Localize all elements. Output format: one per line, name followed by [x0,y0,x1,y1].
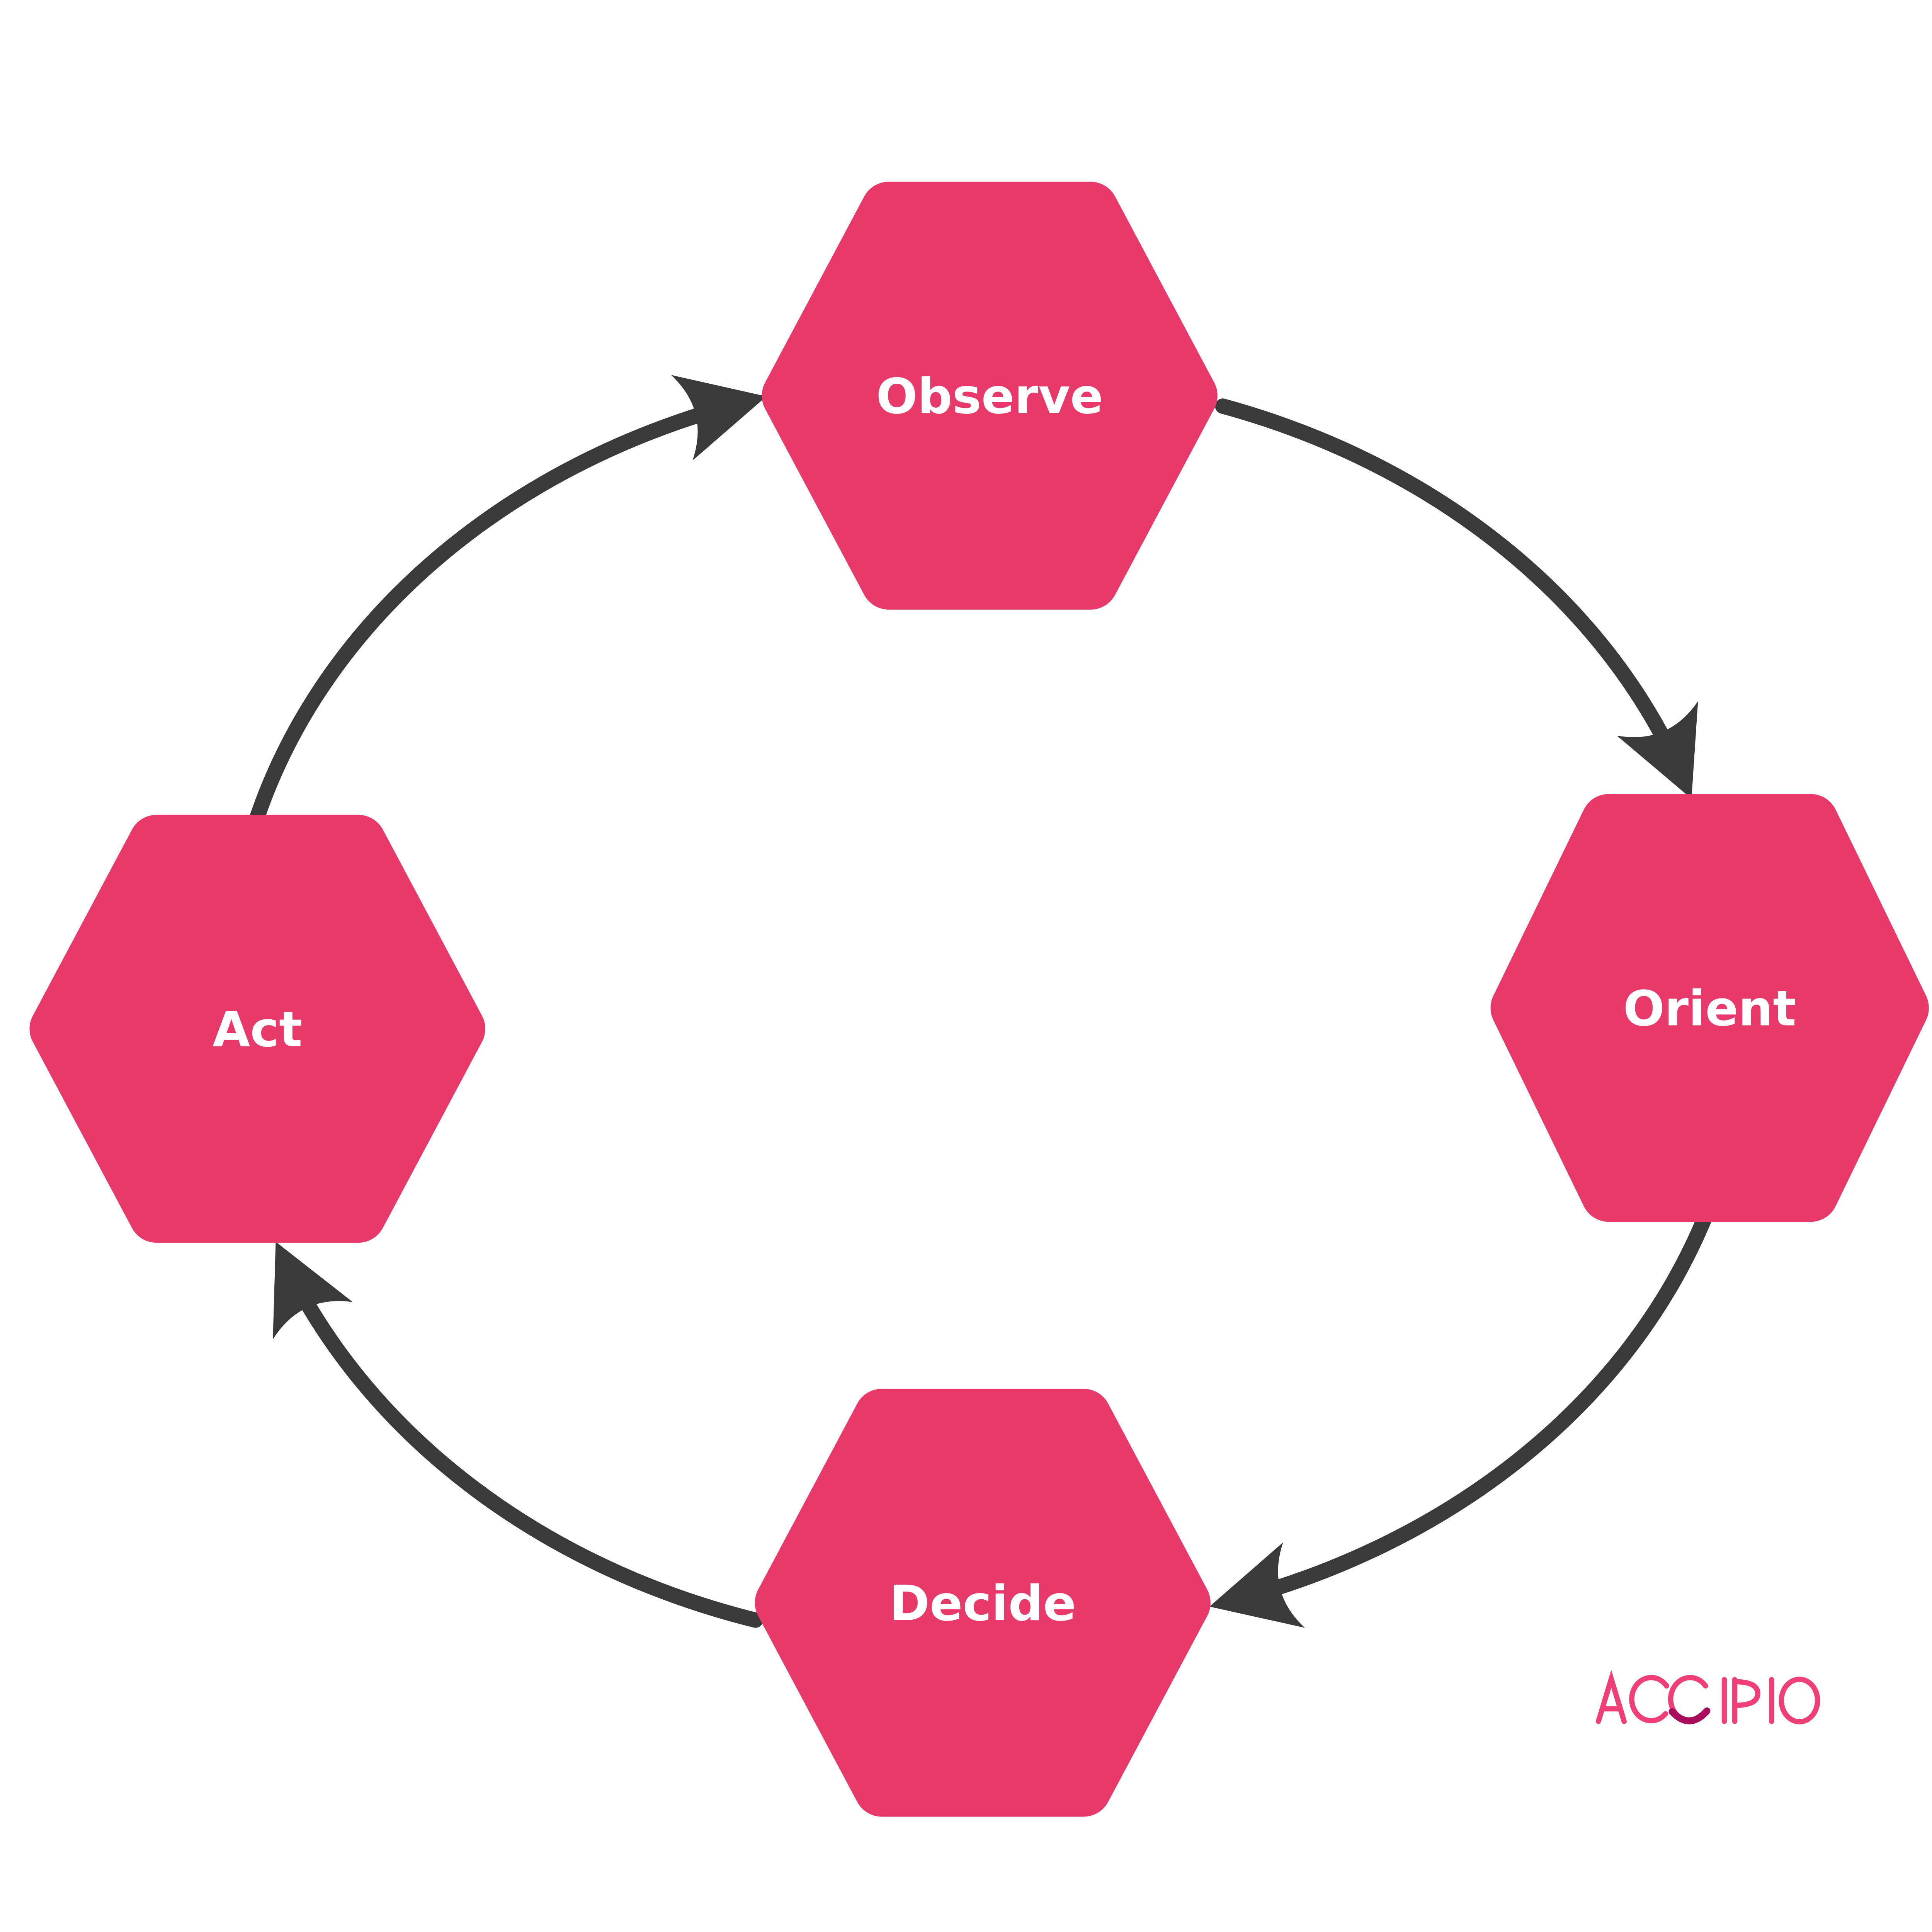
logo-smile-icon [1668,1707,1711,1725]
decide-hexagon [755,1389,1211,1817]
orient-label: Orient [1623,980,1796,1037]
act-label: Act [213,1001,302,1058]
logo-letter-p [1732,1677,1760,1724]
accipio-logo [1595,1670,1820,1725]
node-orient: Orient [1490,794,1929,1222]
observe-label: Observe [876,368,1103,425]
decide-label: Decide [889,1575,1076,1632]
arrow-observe-to-orient [1215,398,1698,799]
arrow-orient-to-decide [1209,1211,1713,1628]
arrow-decide-to-act [273,1242,764,1628]
node-act: Act [29,815,485,1243]
cycle-arrows [250,375,1713,1628]
arrow-act-to-observe [250,375,767,825]
orient-hexagon [1490,794,1929,1222]
node-decide: Decide [755,1389,1211,1817]
act-hexagon [29,815,485,1243]
logo-letter-o [1779,1677,1820,1725]
observe-hexagon [762,182,1218,610]
node-observe: Observe [762,182,1218,610]
logo-letter-a [1595,1670,1627,1724]
logo-ligature-cc-left [1629,1675,1669,1723]
